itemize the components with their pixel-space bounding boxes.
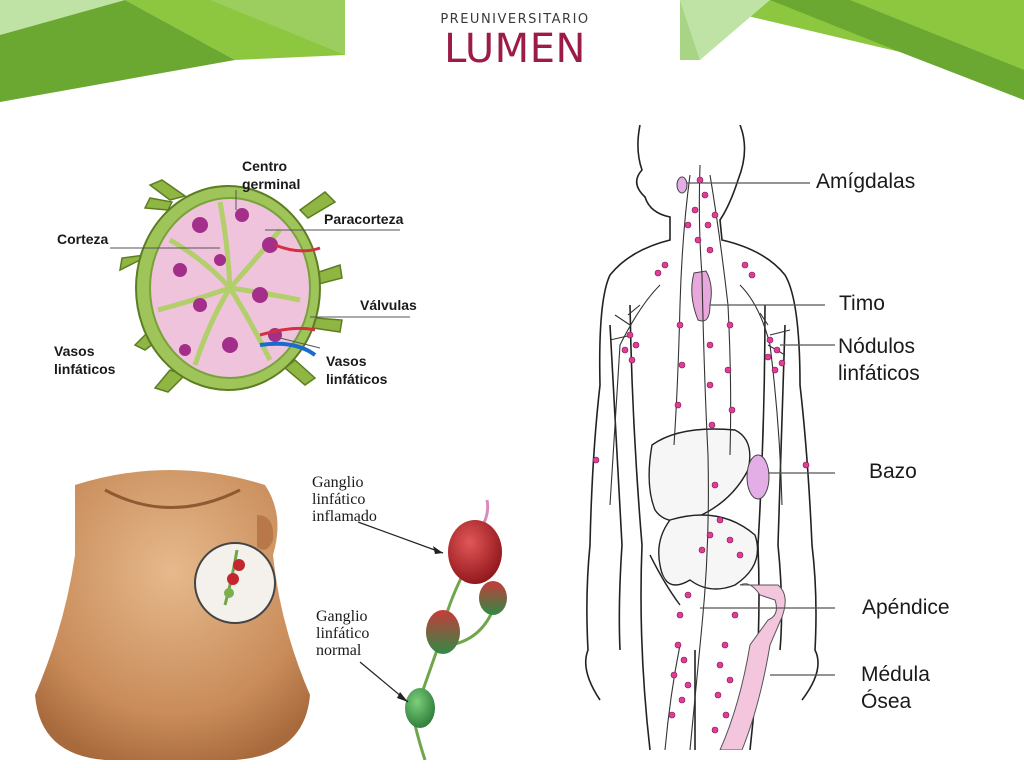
femur-bone-marrow bbox=[719, 583, 786, 750]
body-lymphatic-illustration bbox=[584, 125, 835, 750]
label-valvulas: Válvulas bbox=[360, 297, 417, 313]
ganglion-inflamed-large bbox=[448, 520, 502, 584]
label-medula-osea: Médula Ósea bbox=[861, 663, 930, 713]
ganglio-leader-lines bbox=[357, 521, 444, 703]
trabeculae bbox=[157, 201, 301, 366]
ganglion-normal bbox=[405, 688, 435, 728]
label-ganglio-inflamado: Ganglio linfático inflamado bbox=[312, 474, 377, 525]
enlarged-ganglia bbox=[405, 499, 507, 760]
organs bbox=[648, 428, 759, 606]
label-amigdalas: Amígdalas bbox=[816, 170, 916, 193]
ear bbox=[257, 515, 274, 550]
neck-node-inflamed-1 bbox=[233, 559, 245, 571]
tonsil bbox=[676, 176, 688, 194]
neck-node-normal bbox=[224, 588, 234, 598]
lymph-node-illustration bbox=[110, 179, 410, 393]
label-vasos-linfaticos-left: Vasos linfáticos bbox=[54, 343, 116, 377]
artery-upper bbox=[274, 243, 321, 253]
neck-node-inflamed-2 bbox=[227, 573, 239, 585]
thymus bbox=[691, 270, 712, 322]
label-timo: Timo bbox=[839, 292, 885, 315]
label-nodulos-linfaticos: Nódulos linfáticos bbox=[838, 335, 920, 385]
lymph-nodes bbox=[592, 176, 810, 734]
header-decoration-left bbox=[0, 0, 345, 102]
efferent-vein bbox=[259, 341, 317, 357]
label-centro-germinal: Centro germinal bbox=[242, 158, 301, 192]
logo-subtitle: PREUNIVERSITARIO bbox=[440, 12, 590, 27]
germinal-centers bbox=[173, 208, 282, 356]
label-ganglio-normal: Ganglio linfático normal bbox=[316, 608, 370, 659]
label-paracorteza: Paracorteza bbox=[324, 211, 404, 227]
spleen bbox=[746, 454, 770, 500]
logo-title: LUMEN bbox=[444, 26, 586, 72]
jaw-line bbox=[104, 488, 241, 509]
ganglion-transition bbox=[426, 610, 460, 654]
artery bbox=[259, 326, 316, 337]
label-apendice: Apéndice bbox=[862, 596, 950, 619]
header-decoration-right bbox=[680, 0, 1024, 100]
label-bazo: Bazo bbox=[869, 460, 917, 483]
ganglion-inflamed-small bbox=[479, 581, 507, 615]
neck-illustration bbox=[35, 470, 310, 760]
body-leader-lines bbox=[687, 182, 835, 676]
lymph-node-leader-lines bbox=[110, 190, 410, 349]
label-corteza: Corteza bbox=[57, 231, 109, 247]
label-vasos-linfaticos-right: Vasos linfáticos bbox=[326, 353, 388, 387]
neck-skin bbox=[35, 470, 310, 760]
